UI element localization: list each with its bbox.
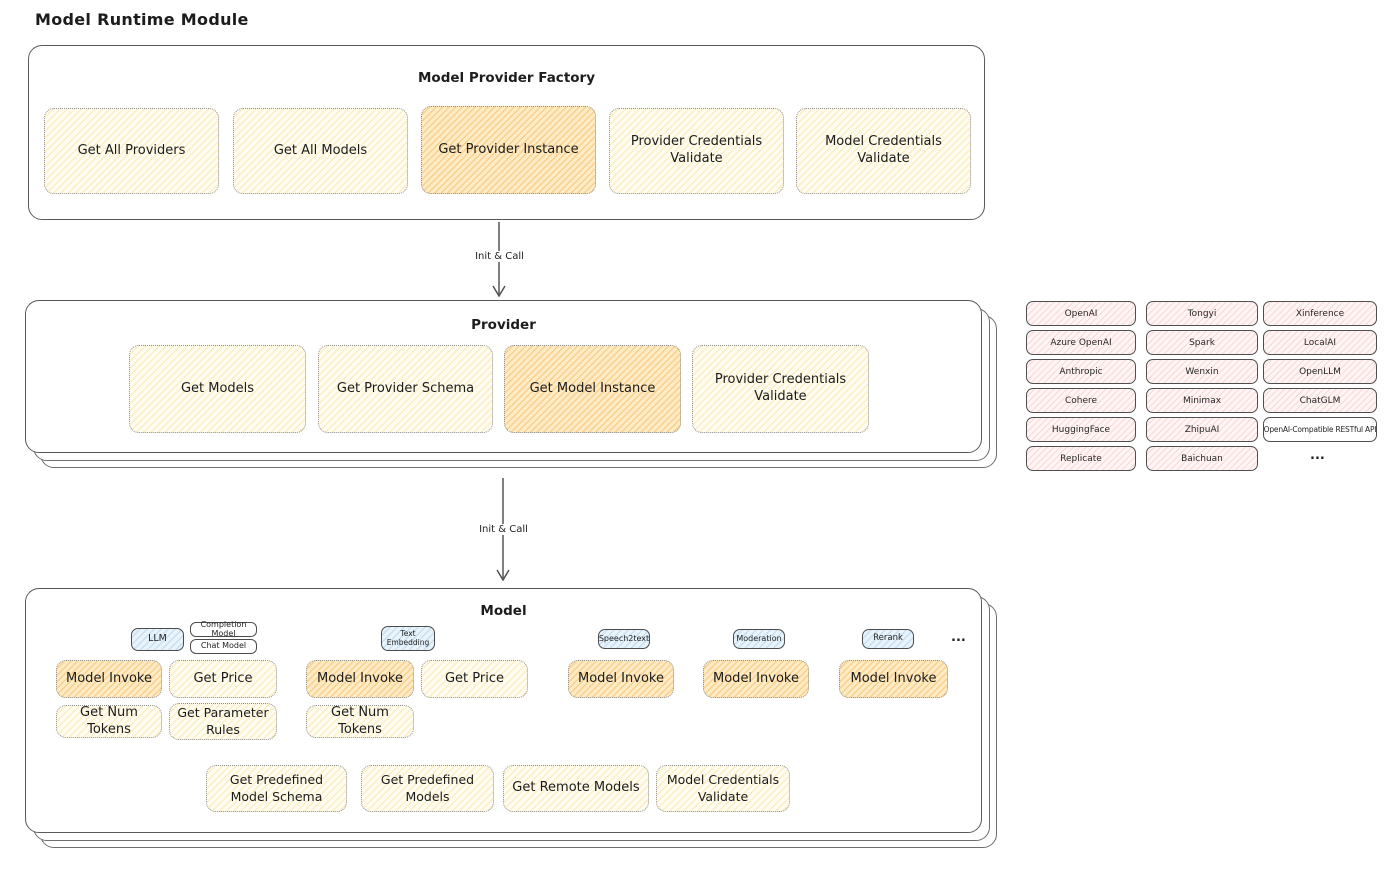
pill-speech2text: Speech2text	[598, 629, 650, 649]
node-llm-get-price: Get Price	[169, 660, 277, 698]
provider-list-more-ellipsis: ...	[1310, 448, 1325, 463]
provider-item-chatglm: ChatGLM	[1263, 388, 1377, 413]
pill-llm: LLM	[131, 628, 184, 651]
node-llm-get-num-tokens: Get Num Tokens	[56, 705, 162, 738]
arrow-label-init-call-2: Init & Call	[466, 524, 541, 535]
model-provider-factory-box: Model Provider Factory Get All Providers…	[28, 45, 985, 220]
provider-item-zhipuai: ZhipuAI	[1146, 417, 1258, 442]
node-get-remote-models: Get Remote Models	[503, 765, 649, 812]
provider-item-baichuan: Baichuan	[1146, 446, 1258, 471]
provider-label: Provider	[471, 317, 536, 333]
node-provider-credentials-validate: Provider Credentials Validate	[692, 345, 869, 433]
provider-item-openai-compatible-restful-api: OpenAI-Compatible RESTful API	[1263, 417, 1377, 442]
provider-item-replicate: Replicate	[1026, 446, 1136, 471]
provider-item-anthropic: Anthropic	[1026, 359, 1136, 384]
model-types-more-ellipsis: ...	[951, 630, 966, 645]
factory-label: Model Provider Factory	[417, 70, 596, 86]
provider-item-azure-openai: Azure OpenAI	[1026, 330, 1136, 355]
pill-chat-model: Chat Model	[190, 639, 257, 654]
node-te-model-invoke: Model Invoke	[306, 660, 414, 698]
provider-item-minimax: Minimax	[1146, 388, 1258, 413]
arrow-label-init-call-1: Init & Call	[462, 251, 537, 262]
node-get-provider-schema: Get Provider Schema	[318, 345, 493, 433]
node-te-get-num-tokens: Get Num Tokens	[306, 705, 414, 738]
node-get-predefined-models: Get Predefined Models	[361, 765, 494, 812]
provider-box: Provider Get Models Get Provider Schema …	[25, 300, 982, 453]
node-te-get-price: Get Price	[421, 660, 528, 698]
node-llm-model-invoke: Model Invoke	[56, 660, 162, 698]
provider-item-openai: OpenAI	[1026, 301, 1136, 326]
pill-text-embedding: Text Embedding	[381, 626, 435, 651]
diagram-title: Model Runtime Module	[35, 10, 249, 29]
provider-item-xinference: Xinference	[1263, 301, 1377, 326]
node-get-predefined-model-schema: Get Predefined Model Schema	[206, 765, 347, 812]
node-get-models: Get Models	[129, 345, 306, 433]
node-provider-credentials-validate-factory: Provider Credentials Validate	[609, 108, 784, 194]
provider-item-huggingface: HuggingFace	[1026, 417, 1136, 442]
node-s2t-model-invoke: Model Invoke	[568, 660, 674, 698]
node-get-provider-instance: Get Provider Instance	[421, 106, 596, 194]
provider-item-cohere: Cohere	[1026, 388, 1136, 413]
provider-item-localai: LocalAI	[1263, 330, 1377, 355]
pill-moderation: Moderation	[733, 629, 785, 649]
node-rerank-model-invoke: Model Invoke	[839, 660, 948, 698]
provider-item-spark: Spark	[1146, 330, 1258, 355]
node-get-all-models: Get All Models	[233, 108, 408, 194]
provider-item-tongyi: Tongyi	[1146, 301, 1258, 326]
provider-item-openllm: OpenLLM	[1263, 359, 1377, 384]
node-model-credentials-validate: Model Credentials Validate	[656, 765, 790, 812]
model-box: Model LLM Completion Model Chat Model Te…	[25, 588, 982, 833]
pill-completion-model: Completion Model	[190, 620, 257, 637]
node-model-credentials-validate-factory: Model Credentials Validate	[796, 108, 971, 194]
model-label: Model	[480, 603, 527, 619]
node-get-all-providers: Get All Providers	[44, 108, 219, 194]
provider-item-wenxin: Wenxin	[1146, 359, 1258, 384]
pill-rerank: Rerank	[862, 629, 914, 649]
node-moderation-model-invoke: Model Invoke	[703, 660, 809, 698]
node-llm-get-parameter-rules: Get Parameter Rules	[169, 703, 277, 740]
node-get-model-instance: Get Model Instance	[504, 345, 681, 433]
